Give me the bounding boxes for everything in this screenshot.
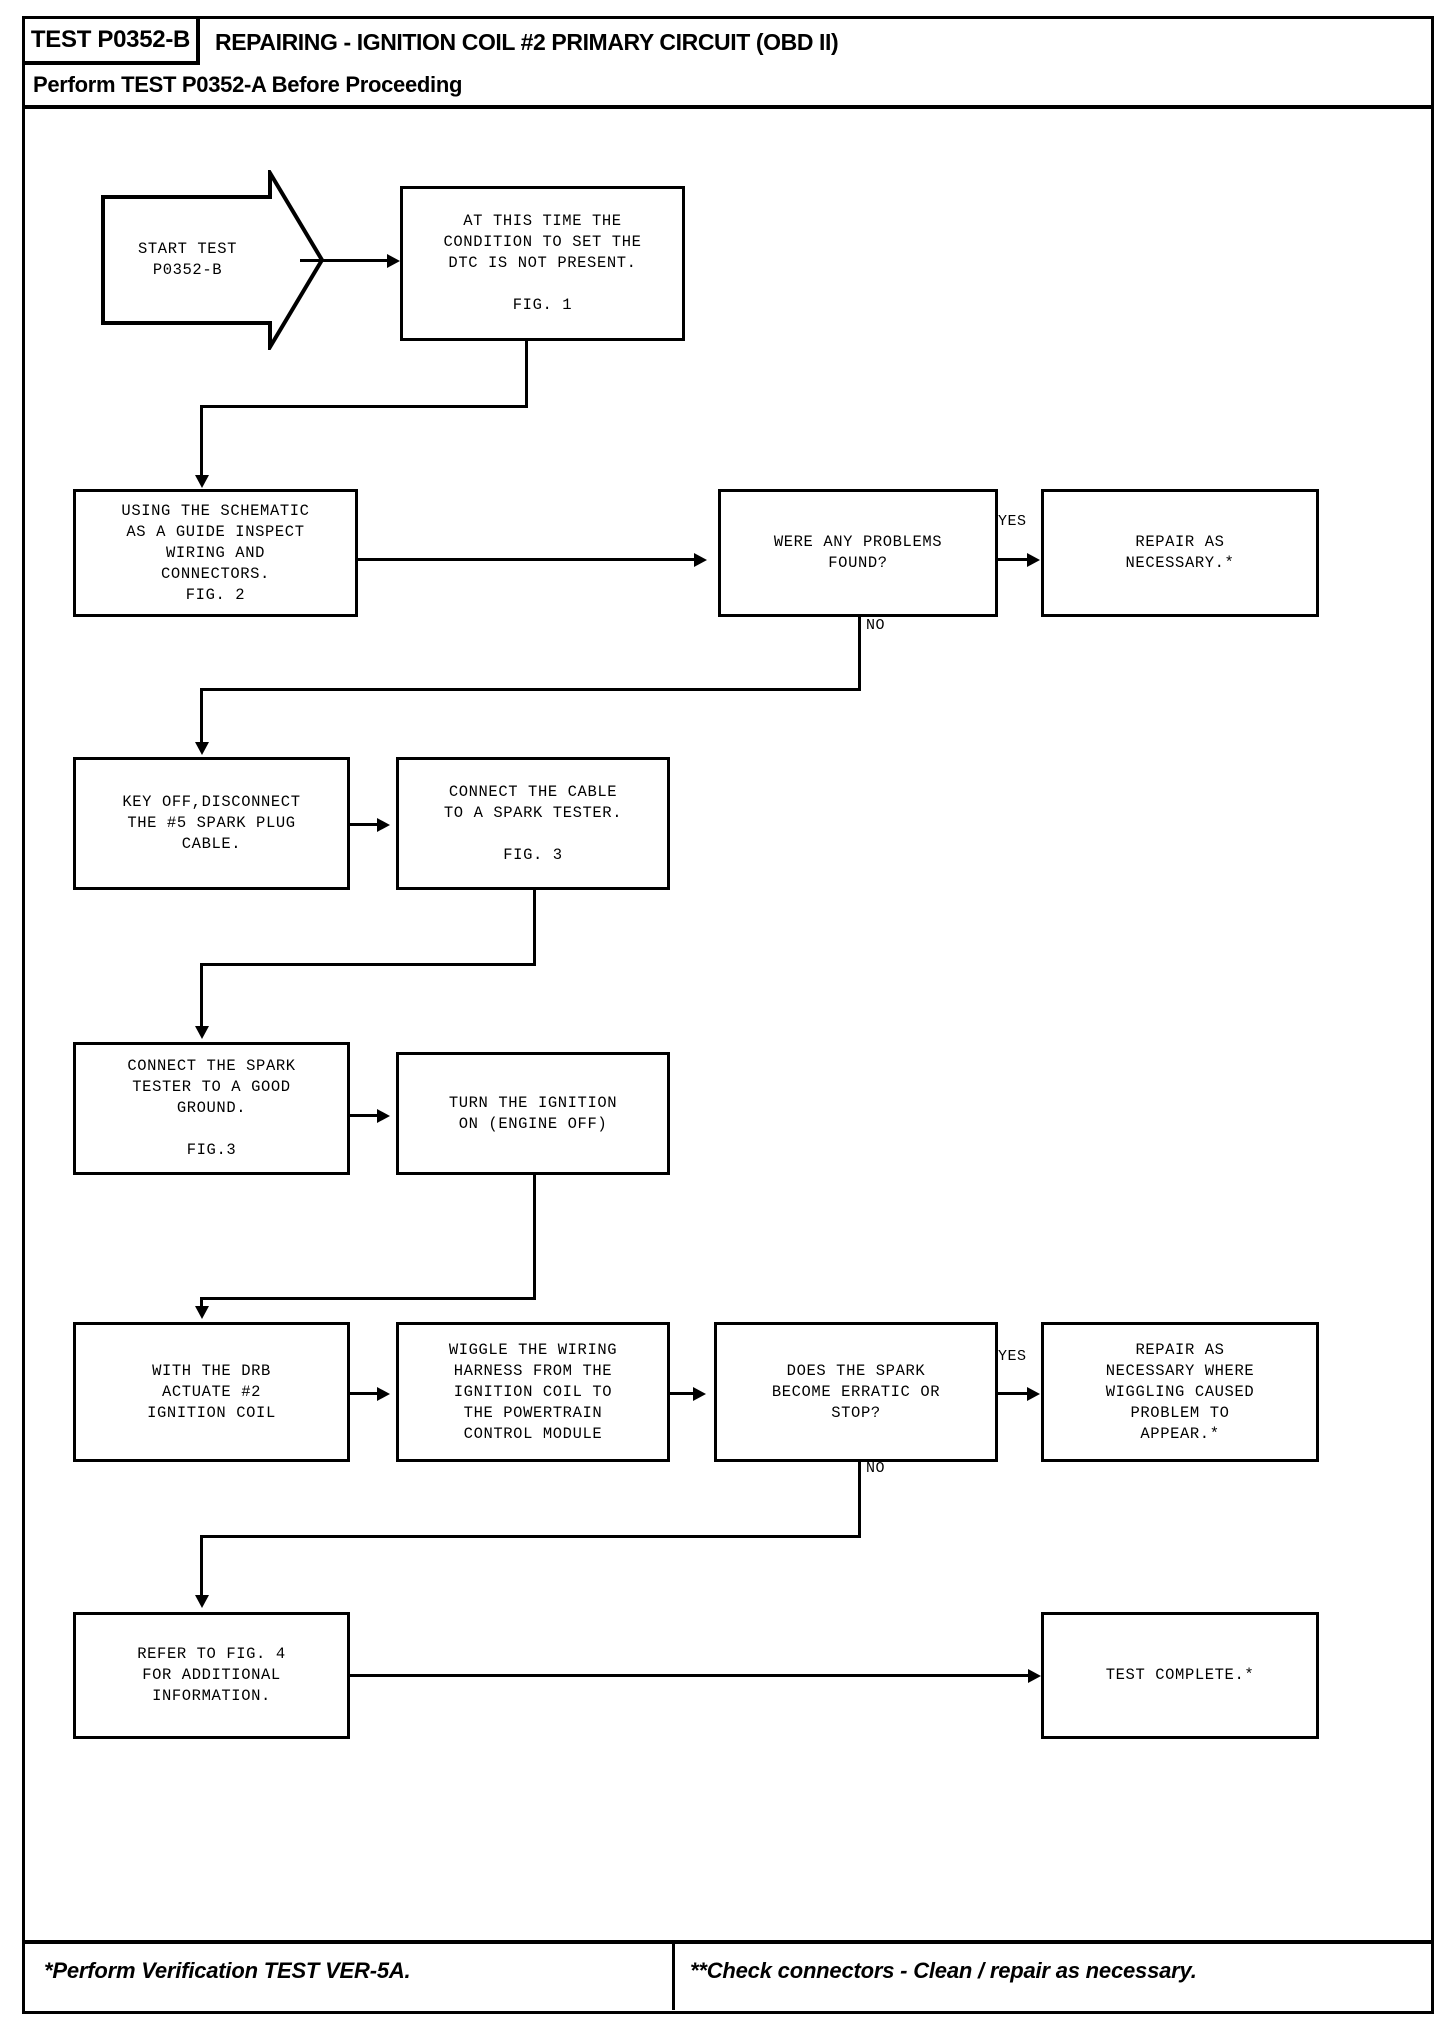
- node-refer-to-fig4: REFER TO FIG. 4 FOR ADDITIONAL INFORMATI…: [73, 1612, 350, 1739]
- edge-label-no-2: NO: [866, 1460, 886, 1477]
- header: TEST P0352-B REPAIRING - IGNITION COIL #…: [25, 19, 1431, 109]
- node-at-this-time: AT THIS TIME THE CONDITION TO SET THE DT…: [400, 186, 685, 341]
- node-repair-where-wiggling: REPAIR AS NECESSARY WHERE WIGGLING CAUSE…: [1041, 1322, 1319, 1462]
- node-text: DOES THE SPARK BECOME ERRATIC OR STOP?: [771, 1361, 941, 1422]
- node-were-any-problems: WERE ANY PROBLEMS FOUND?: [718, 489, 998, 617]
- edge-no2-left: [200, 1535, 861, 1538]
- footer-right-wrap: **Check connectors - Clean / repair as n…: [690, 1958, 1197, 1984]
- edge-n8-left: [200, 1297, 536, 1300]
- arrowhead-n2-to-n3: [694, 553, 707, 567]
- edge-n1-to-n2-down: [200, 405, 203, 477]
- node-text: AT THIS TIME THE CONDITION TO SET THE DT…: [443, 212, 642, 314]
- edge-n8-down: [533, 1175, 536, 1300]
- node-text: USING THE SCHEMATIC AS A GUIDE INSPECT W…: [121, 501, 310, 604]
- page-title: REPAIRING - IGNITION COIL #2 PRIMARY CIR…: [215, 28, 839, 55]
- edge-n6-down: [533, 890, 536, 965]
- arrowhead-no1-to-n5: [195, 742, 209, 755]
- edge-n1-left: [200, 405, 528, 408]
- header-divider: [25, 105, 1431, 109]
- arrowhead-n9-to-n10: [377, 1387, 390, 1401]
- edge-n11-no-down: [858, 1462, 861, 1537]
- header-subtitle-wrap: Perform TEST P0352-A Before Proceeding: [33, 67, 462, 103]
- footer-divider: [25, 1940, 1431, 1944]
- header-title-wrap: REPAIRING - IGNITION COIL #2 PRIMARY CIR…: [215, 19, 839, 65]
- node-connect-tester-ground: CONNECT THE SPARK TESTER TO A GOOD GROUN…: [73, 1042, 350, 1175]
- arrowhead-start-to-n1: [387, 254, 400, 268]
- node-text: KEY OFF,DISCONNECT THE #5 SPARK PLUG CAB…: [122, 793, 301, 853]
- edge-n6-to-n7-down: [200, 963, 203, 1028]
- edge-start-to-n1: [300, 259, 388, 262]
- node-inspect-wiring: USING THE SCHEMATIC AS A GUIDE INSPECT W…: [73, 489, 358, 617]
- footer-left-wrap: *Perform Verification TEST VER-5A.: [44, 1958, 411, 1984]
- edge-n11-to-n12: [998, 1392, 1030, 1395]
- arrowhead-n10-to-n11: [693, 1387, 706, 1401]
- node-test-complete: TEST COMPLETE.*: [1041, 1612, 1319, 1739]
- arrowhead-n13-to-n14: [1028, 1669, 1041, 1683]
- edge-label-yes-1: YES: [998, 513, 1027, 530]
- edge-n5-to-n6: [350, 823, 380, 826]
- arrowhead-n11-to-n12: [1027, 1387, 1040, 1401]
- node-text: WITH THE DRB ACTUATE #2 IGNITION COIL: [147, 1361, 276, 1422]
- edge-n9-to-n10: [350, 1392, 380, 1395]
- node-text: REPAIR AS NECESSARY WHERE WIGGLING CAUSE…: [1105, 1340, 1255, 1443]
- header-test-code-box: TEST P0352-B: [25, 19, 200, 65]
- node-text: TURN THE IGNITION ON (ENGINE OFF): [448, 1093, 618, 1133]
- node-connect-cable-spark-tester: CONNECT THE CABLE TO A SPARK TESTER. FIG…: [396, 757, 670, 890]
- edge-n6-left: [200, 963, 536, 966]
- edge-n3-to-n4: [998, 558, 1030, 561]
- header-test-code: TEST P0352-B: [30, 26, 191, 53]
- arrowhead-n5-to-n6: [377, 818, 390, 832]
- node-turn-ignition-on: TURN THE IGNITION ON (ENGINE OFF): [396, 1052, 670, 1175]
- edge-n8-to-n9-down: [200, 1297, 203, 1310]
- page-border: [22, 16, 1434, 2014]
- start-label: START TEST P0352-B: [137, 240, 237, 279]
- edge-n3-no-down: [858, 617, 861, 690]
- edge-n2-to-n3: [358, 558, 696, 561]
- node-text: CONNECT THE SPARK TESTER TO A GOOD GROUN…: [127, 1057, 296, 1159]
- node-text: TEST COMPLETE.*: [1105, 1666, 1255, 1684]
- node-does-spark-erratic: DOES THE SPARK BECOME ERRATIC OR STOP?: [714, 1322, 998, 1462]
- node-text: WIGGLE THE WIRING HARNESS FROM THE IGNIT…: [448, 1340, 618, 1443]
- node-wiggle-wiring-harness: WIGGLE THE WIRING HARNESS FROM THE IGNIT…: [396, 1322, 670, 1462]
- node-text: REFER TO FIG. 4 FOR ADDITIONAL INFORMATI…: [137, 1645, 286, 1705]
- edge-label-no-1: NO: [866, 617, 886, 634]
- edge-n1-down: [525, 341, 528, 407]
- start-arrow-outline: [101, 170, 325, 350]
- edge-no2-to-n13-down: [200, 1535, 203, 1597]
- footer-column-divider: [672, 1944, 675, 2010]
- edge-n10-to-n11: [670, 1392, 696, 1395]
- node-key-off-disconnect: KEY OFF,DISCONNECT THE #5 SPARK PLUG CAB…: [73, 757, 350, 890]
- node-repair-as-necessary: REPAIR AS NECESSARY.*: [1041, 489, 1319, 617]
- edge-no1-left: [200, 688, 861, 691]
- footer-left-note: *Perform Verification TEST VER-5A.: [44, 1958, 411, 1983]
- edge-n7-to-n8: [350, 1114, 380, 1117]
- node-text: CONNECT THE CABLE TO A SPARK TESTER. FIG…: [443, 782, 623, 864]
- arrowhead-no2-to-n13: [195, 1595, 209, 1608]
- header-subtitle: Perform TEST P0352-A Before Proceeding: [33, 72, 463, 97]
- edge-label-yes-2: YES: [998, 1348, 1027, 1365]
- start-arrow-shape: START TEST P0352-B: [100, 170, 325, 350]
- arrowhead-n8-to-n9: [195, 1306, 209, 1319]
- arrowhead-n1-to-n2: [195, 475, 209, 488]
- edge-n13-to-n14: [350, 1674, 1031, 1677]
- footer-right-note: **Check connectors - Clean / repair as n…: [690, 1958, 1197, 1983]
- node-with-the-drb: WITH THE DRB ACTUATE #2 IGNITION COIL: [73, 1322, 350, 1462]
- arrowhead-n3-to-n4: [1027, 553, 1040, 567]
- arrowhead-n7-to-n8: [377, 1109, 390, 1123]
- edge-no1-to-n5-down: [200, 688, 203, 744]
- arrowhead-n6-to-n7: [195, 1026, 209, 1039]
- node-text: WERE ANY PROBLEMS FOUND?: [773, 533, 943, 572]
- node-text: REPAIR AS NECESSARY.*: [1125, 533, 1235, 572]
